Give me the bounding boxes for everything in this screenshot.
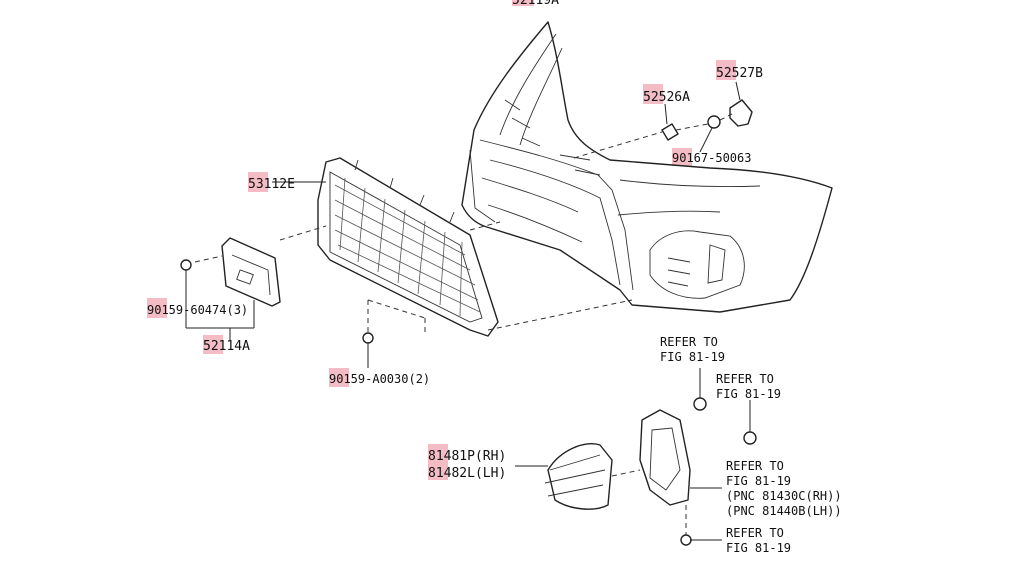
fog-lamp-housing bbox=[639, 409, 691, 506]
ref4-line2: FIG 81-19 bbox=[726, 541, 791, 555]
bumper-cover bbox=[461, 21, 833, 313]
ref3-line2: FIG 81-19 bbox=[726, 474, 791, 488]
assembly-lines bbox=[194, 113, 733, 535]
label-90167-50063: 90167-50063 bbox=[672, 151, 751, 165]
label-81482L: 81482L(LH) bbox=[428, 466, 506, 481]
fog-lamp-cover bbox=[544, 443, 613, 510]
label-53112E: 53112E bbox=[248, 177, 295, 192]
ref2-line2: FIG 81-19 bbox=[716, 387, 781, 401]
label-52527B: 52527B bbox=[716, 66, 763, 81]
label-52114A: 52114A bbox=[203, 339, 250, 354]
highlight-90159-60474 bbox=[147, 298, 167, 318]
screw-90159-60474 bbox=[180, 259, 192, 300]
ref3-line1: REFER TO bbox=[726, 459, 784, 473]
clip-52527B bbox=[729, 99, 753, 127]
ref1-line1: REFER TO bbox=[660, 335, 718, 349]
screw-90159-A0030 bbox=[362, 332, 374, 368]
leader-lines bbox=[185, 81, 751, 541]
clip-fig-81-19-a bbox=[693, 397, 707, 411]
license-plate-bracket bbox=[221, 237, 281, 307]
highlight-90167-50063 bbox=[672, 148, 692, 166]
clip-52526A bbox=[661, 123, 679, 141]
highlight-52527B bbox=[716, 60, 736, 80]
radiator-grille bbox=[317, 157, 499, 337]
highlight-8148x bbox=[428, 444, 448, 480]
label-90159-A0030: 90159-A0030(2) bbox=[329, 372, 430, 386]
label-81481P: 81481P(RH) bbox=[428, 449, 506, 464]
ref3-line3: (PNC 81430C(RH)) bbox=[726, 489, 842, 503]
grille-mesh bbox=[334, 177, 481, 317]
labels: 52119A 52527B 52526A 90167-50063 53112E … bbox=[147, 0, 842, 555]
ref3-line4: (PNC 81440B(LH)) bbox=[726, 504, 842, 518]
ref2-line1: REFER TO bbox=[716, 372, 774, 386]
clip-fig-81-19-c bbox=[680, 534, 692, 546]
highlight-52114A bbox=[203, 335, 223, 354]
nut-90167-50063 bbox=[707, 115, 721, 129]
highlight-90159-A0030 bbox=[329, 368, 349, 387]
clip-fig-81-19-b bbox=[743, 431, 757, 445]
ref1-line2: FIG 81-19 bbox=[660, 350, 725, 364]
label-52526A: 52526A bbox=[643, 90, 690, 105]
label-90159-60474: 90159-60474(3) bbox=[147, 303, 248, 317]
highlight-53112E bbox=[248, 172, 268, 192]
ref4-line1: REFER TO bbox=[726, 526, 784, 540]
highlight-boxes bbox=[147, 0, 736, 480]
label-52119A: 52119A bbox=[512, 0, 559, 8]
highlight-52526A bbox=[643, 84, 663, 104]
highlight-52119A bbox=[512, 0, 534, 6]
